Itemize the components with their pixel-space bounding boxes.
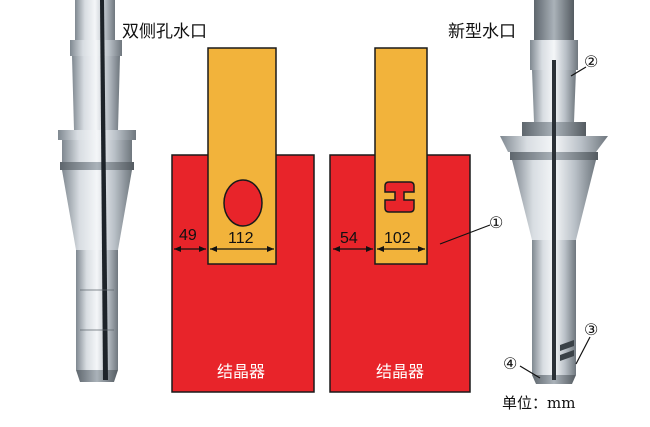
marker-1: ① — [489, 213, 504, 232]
right-mold-label: 结晶器 — [376, 362, 425, 381]
marker-2-leader — [570, 66, 587, 77]
right-width-value: 102 — [384, 230, 411, 247]
unit-note: 单位：mm — [502, 394, 576, 412]
marker-4: ④ — [503, 354, 518, 373]
marker-2: ② — [584, 52, 599, 71]
right-nozzle-bar — [374, 47, 428, 265]
left-mold-label: 结晶器 — [217, 362, 266, 381]
left-gap-value: 49 — [179, 227, 197, 244]
marker-4-leader — [519, 365, 541, 379]
left-section-view — [171, 47, 315, 393]
right-outlet-hole — [384, 181, 415, 213]
left-outlet-hole — [223, 179, 263, 227]
right-nozzle-title: 新型水口 — [448, 22, 516, 42]
right-nozzle-model — [500, 0, 608, 384]
right-gap-value: 54 — [340, 230, 358, 247]
marker-3: ③ — [584, 320, 599, 339]
left-nozzle-title: 双侧孔水口 — [122, 22, 207, 42]
left-nozzle-model — [58, 0, 136, 382]
left-width-value: 112 — [228, 230, 254, 247]
right-section-view — [329, 47, 491, 393]
marker-3-leader — [575, 336, 591, 365]
left-nozzle-bar — [207, 47, 277, 265]
marker-1-leader — [439, 224, 491, 245]
